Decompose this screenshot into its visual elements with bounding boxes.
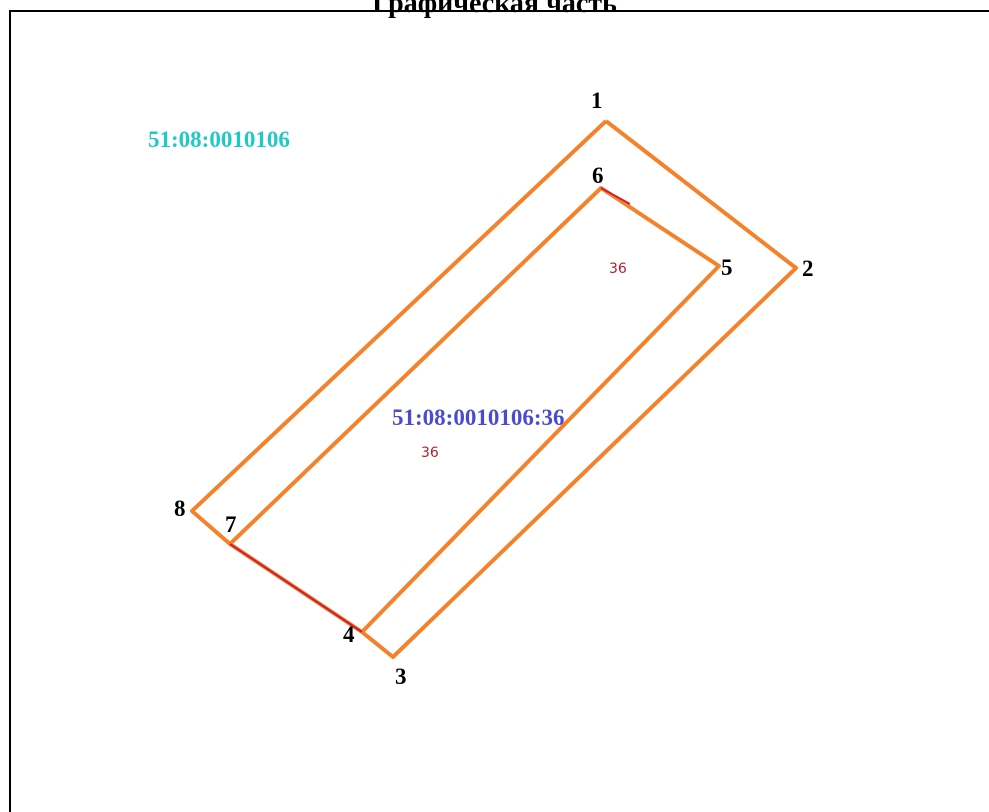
point-label-2: 2 xyxy=(802,256,814,281)
point-label-5: 5 xyxy=(721,255,733,280)
parcel-short-number-upper: 36 xyxy=(609,261,627,277)
point-label-6: 6 xyxy=(592,163,604,188)
point-label-8: 8 xyxy=(174,496,186,521)
existing-boundary-line-7-4 xyxy=(229,543,363,633)
cadastral-plan: 1 2 3 4 5 6 7 8 51:08:0010106 51:08:0010… xyxy=(148,88,814,689)
point-label-7: 7 xyxy=(225,512,237,537)
outer-boundary-line xyxy=(190,119,798,659)
page-title: Графическая часть xyxy=(372,0,617,19)
point-label-1: 1 xyxy=(591,88,603,113)
parcel-short-number-center: 36 xyxy=(421,445,439,461)
point-label-4: 4 xyxy=(343,622,355,647)
parcel-number-label: 51:08:0010106:36 xyxy=(392,405,564,430)
cadastral-block-label: 51:08:0010106 xyxy=(148,127,290,152)
existing-boundary-line-6 xyxy=(600,187,631,205)
inner-boundary-line xyxy=(228,186,721,634)
drawing-frame xyxy=(9,10,989,812)
point-label-3: 3 xyxy=(395,664,407,689)
